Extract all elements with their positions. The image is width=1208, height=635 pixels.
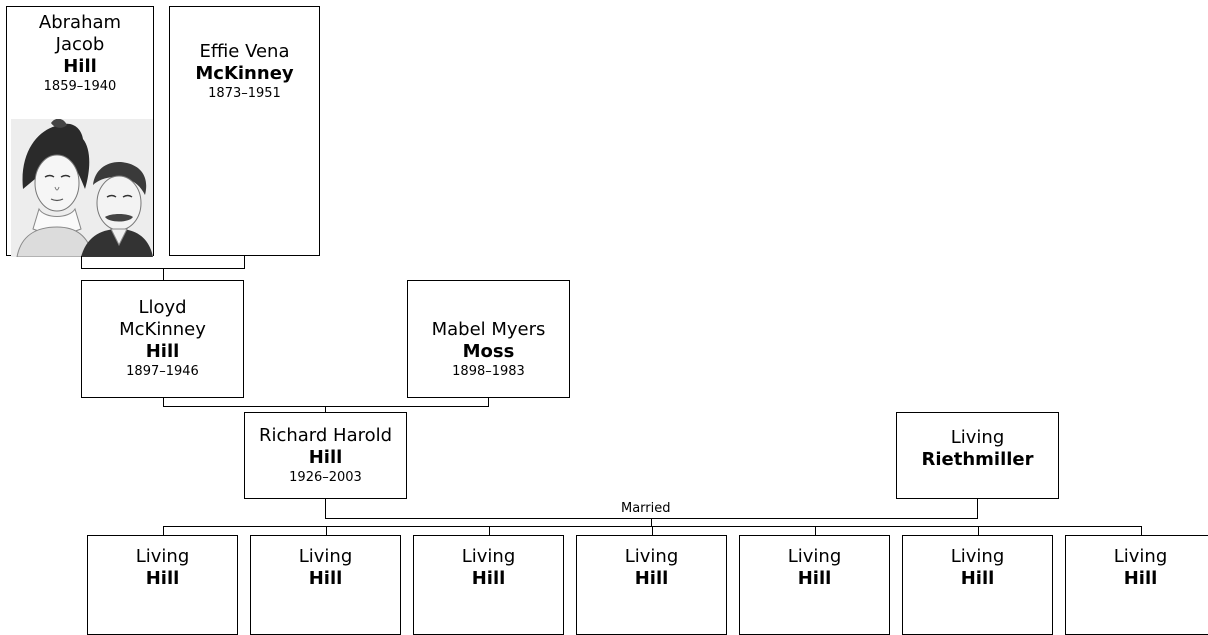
life-dates: 1926–2003: [289, 470, 362, 485]
person-card-child[interactable]: Living Hill: [739, 535, 890, 635]
connector-line: [489, 526, 490, 535]
person-card-living-riethmiller[interactable]: Living Riethmiller: [896, 412, 1059, 499]
life-dates: 1873–1951: [208, 86, 281, 101]
person-card-child[interactable]: Living Hill: [413, 535, 564, 635]
given-name: Living: [1113, 546, 1168, 567]
surname: Hill: [308, 568, 343, 589]
surname: Hill: [797, 568, 832, 589]
life-dates: 1897–1946: [126, 364, 199, 379]
surname: Hill: [63, 56, 97, 77]
given-name: Richard Harold: [258, 425, 393, 446]
connector-line: [163, 526, 164, 535]
connector-line: [1141, 526, 1142, 535]
person-card-abraham-hill[interactable]: Abraham Jacob Hill 1859–1940: [6, 6, 154, 257]
person-card-richard-hill[interactable]: Richard Harold Hill 1926–2003: [244, 412, 407, 499]
surname: Moss: [462, 341, 515, 362]
connector-line: [651, 518, 652, 526]
person-card-child[interactable]: Living Hill: [87, 535, 238, 635]
connector-line: [325, 406, 326, 412]
connector-line: [488, 398, 489, 406]
person-card-lloyd-hill[interactable]: Lloyd McKinney Hill 1897–1946: [81, 280, 244, 398]
given-name: Living: [135, 546, 190, 567]
surname: Hill: [145, 568, 180, 589]
surname: Riethmiller: [921, 449, 1034, 470]
surname: Hill: [1123, 568, 1158, 589]
connector-line: [978, 526, 979, 535]
given-name: Lloyd McKinney: [119, 297, 206, 340]
given-name: Living: [950, 546, 1005, 567]
connector-line: [244, 256, 245, 268]
connector-line: [163, 398, 164, 406]
surname: Hill: [471, 568, 506, 589]
surname: Hill: [145, 341, 180, 362]
portrait-photo[interactable]: [11, 119, 153, 257]
person-card-effie-mckinney[interactable]: Effie Vena McKinney 1873–1951: [169, 6, 320, 256]
connector-line: [815, 526, 816, 535]
marriage-label: Married: [621, 501, 671, 516]
surname: Hill: [308, 447, 343, 468]
connector-line: [326, 526, 327, 535]
life-dates: 1859–1940: [43, 79, 117, 94]
given-name: Living: [624, 546, 679, 567]
surname: McKinney: [195, 63, 294, 84]
given-name: Living: [787, 546, 842, 567]
person-card-mabel-moss[interactable]: Mabel Myers Moss 1898–1983: [407, 280, 570, 398]
given-name: Living: [298, 546, 353, 567]
connector-line: [325, 499, 326, 518]
connector-line: [652, 526, 653, 535]
surname: Hill: [960, 568, 995, 589]
given-name: Mabel Myers: [431, 319, 546, 340]
connector-line: [163, 268, 164, 280]
life-dates: 1898–1983: [452, 364, 525, 379]
person-card-child[interactable]: Living Hill: [1065, 535, 1208, 635]
given-name: Abraham Jacob: [38, 12, 122, 55]
surname: Hill: [634, 568, 669, 589]
given-name: Living: [461, 546, 516, 567]
person-card-child[interactable]: Living Hill: [250, 535, 401, 635]
person-card-child[interactable]: Living Hill: [576, 535, 727, 635]
connector-line: [81, 256, 82, 268]
given-name: Effie Vena: [199, 41, 290, 62]
connector-line: [977, 499, 978, 518]
person-card-child[interactable]: Living Hill: [902, 535, 1053, 635]
given-name: Living: [950, 427, 1005, 448]
connector-line: [163, 406, 489, 407]
